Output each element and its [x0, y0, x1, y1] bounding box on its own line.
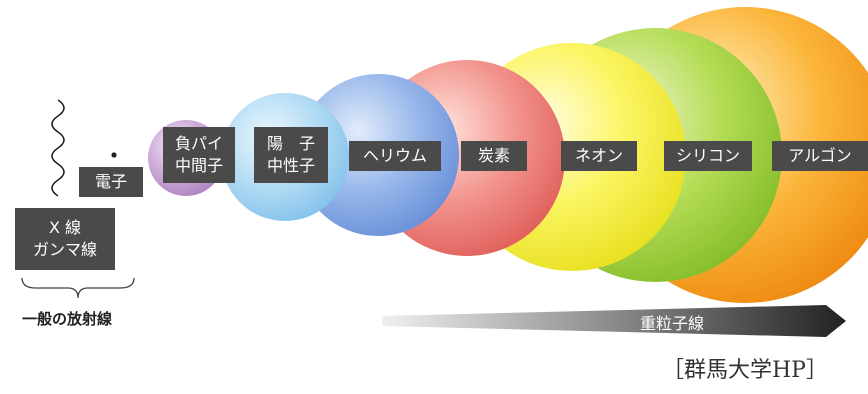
silicon-label: シリコン — [664, 141, 752, 171]
carbon-text: 炭素 — [477, 146, 510, 165]
source-credit: ［群馬大学HP］ — [662, 358, 828, 383]
electron-text: 電子 — [94, 172, 127, 191]
helium-text: ヘリウム — [362, 146, 427, 165]
silicon-text: シリコン — [675, 146, 740, 165]
pion-text-1: 負パイ — [174, 134, 223, 153]
xray-text: X 線 — [48, 218, 82, 237]
heavy-particle-arrow — [382, 305, 846, 337]
electron-label: 電子 — [79, 167, 143, 197]
proton-text: 陽 子 — [266, 134, 315, 153]
wave-icon — [51, 99, 65, 197]
proton-neutron-label: 陽 子 中性子 — [254, 127, 328, 183]
xray-gamma-label: X 線 ガンマ線 — [15, 208, 115, 270]
heavy-particle-caption: 重粒子線 — [640, 314, 705, 333]
argon-text: アルゴン — [788, 146, 852, 165]
helium-label: ヘリウム — [349, 141, 441, 171]
general-radiation-caption: 一般の放射線 — [22, 310, 113, 328]
pion-text-2: 中間子 — [174, 156, 223, 175]
neutron-text: 中性子 — [266, 156, 315, 175]
neon-text: ネオン — [574, 146, 623, 165]
brace — [21, 277, 135, 299]
carbon-label: 炭素 — [461, 141, 527, 171]
electron-dot — [111, 152, 117, 158]
pion-label: 負パイ 中間子 — [163, 127, 235, 183]
gamma-text: ガンマ線 — [32, 240, 97, 259]
neon-label: ネオン — [561, 141, 637, 171]
argon-label: アルゴン — [772, 141, 868, 171]
